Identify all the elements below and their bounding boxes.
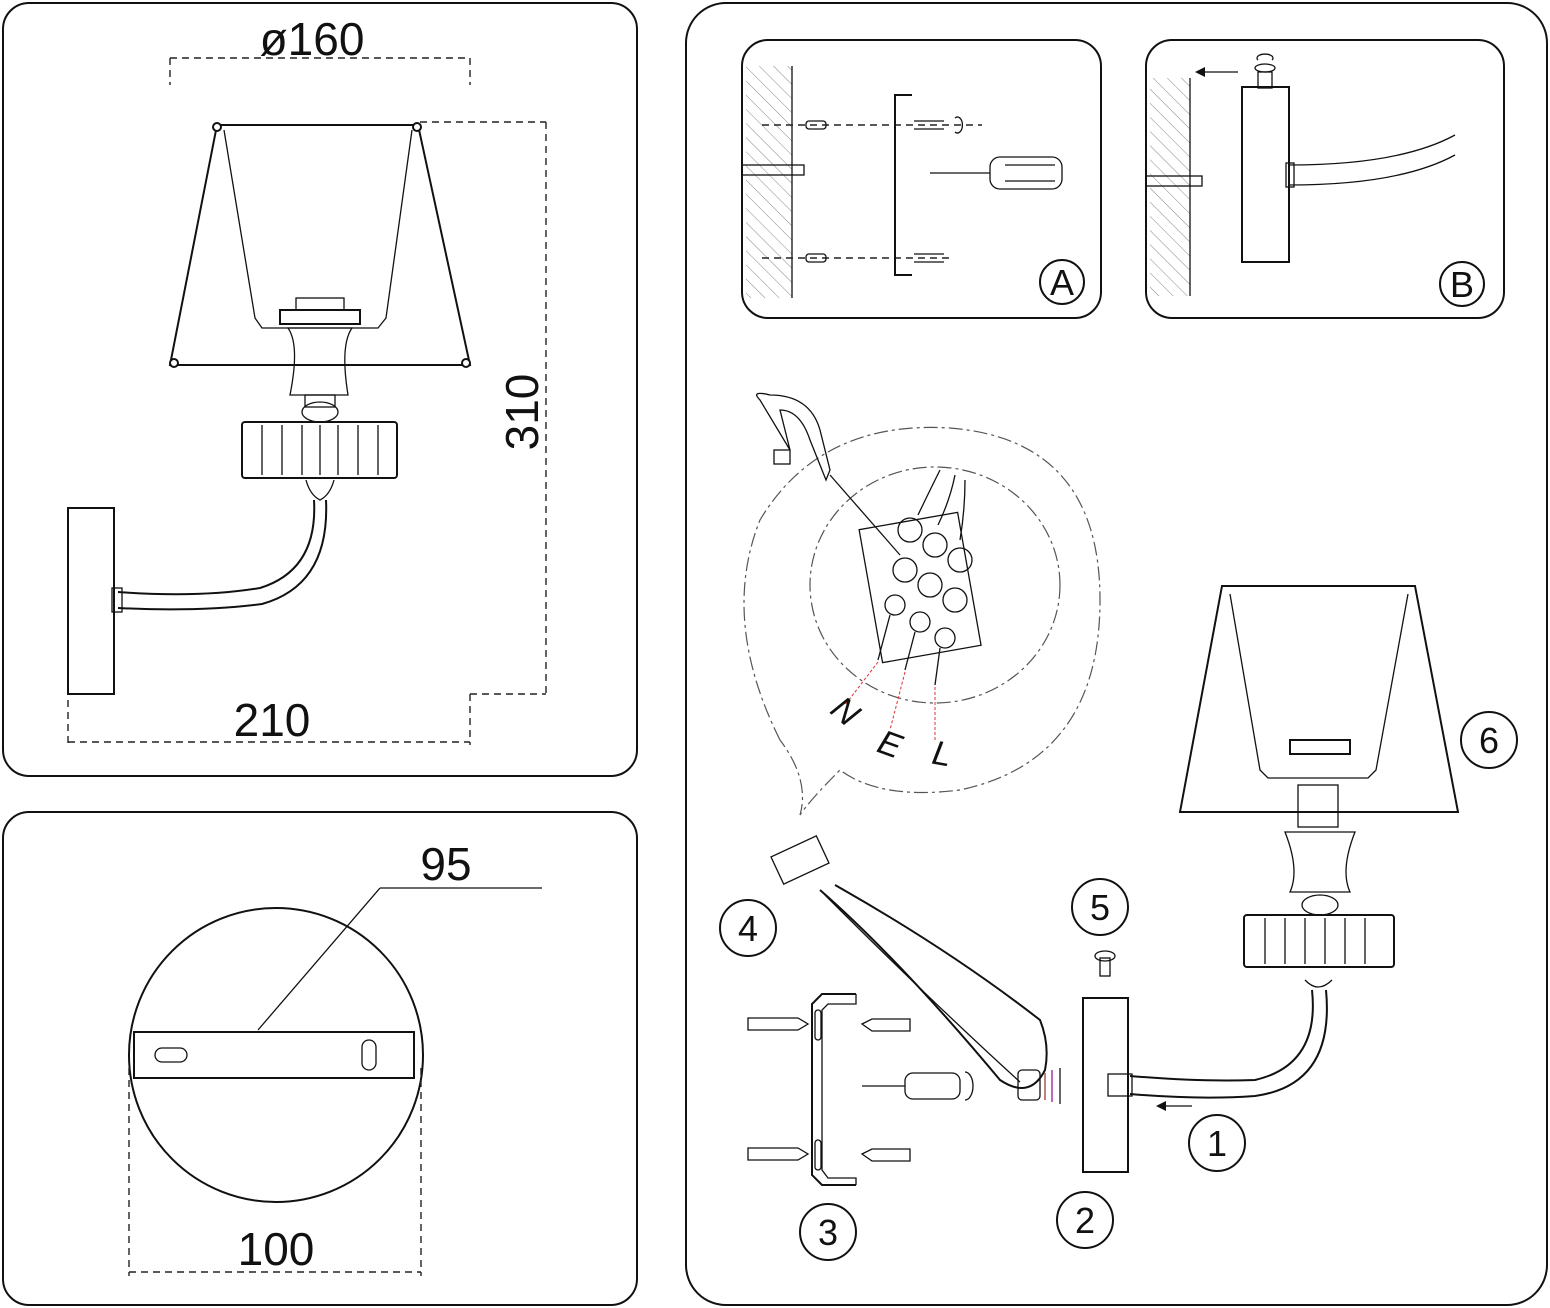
detail-a: A (741, 39, 1102, 319)
wire-harness (770, 834, 1061, 1104)
panel-plate-dimensions: 95 100 (2, 811, 638, 1306)
wire-label-e: E (873, 723, 908, 767)
panel-side-dimensions: ø160 (2, 2, 638, 777)
step-3-label: 3 (818, 1212, 838, 1253)
panel-installation: A B (685, 2, 1548, 1306)
step-5-label: 5 (1090, 887, 1110, 928)
crystal-ring (241, 421, 398, 479)
step-2-label: 2 (1075, 1200, 1095, 1241)
lamp-assembled (1107, 585, 1460, 1111)
step-6-label: 6 (1479, 720, 1499, 761)
step-3-marker (799, 1203, 857, 1261)
height-label: 310 (496, 374, 548, 451)
detail-b-label: B (1450, 264, 1474, 305)
wiring-detail: N E L (743, 392, 1101, 816)
step-markers: 1 2 3 4 5 6 (719, 711, 1518, 1261)
step-1-marker (1188, 1114, 1246, 1172)
detail-a-label: A (1050, 262, 1074, 303)
step-4-label: 4 (738, 908, 758, 949)
detail-b: B (1145, 39, 1505, 319)
lamp-shade-side (168, 122, 472, 368)
plate-diameter-label: 100 (238, 1223, 315, 1275)
wall-plate-install (1082, 950, 1129, 1173)
step-6-marker (1460, 711, 1518, 769)
wire-label-l: L (929, 734, 954, 775)
mounting-bar (133, 1031, 415, 1079)
plate-width-label: 95 (420, 838, 471, 890)
shade-diameter-label: ø160 (260, 13, 365, 65)
depth-label: 210 (234, 694, 311, 746)
socket (279, 297, 361, 423)
step-4-marker (719, 899, 777, 957)
wire-label-n: N (823, 689, 867, 734)
wall-plate-circle (128, 907, 424, 1203)
step-2-marker (1056, 1191, 1114, 1249)
step-5-marker (1071, 878, 1129, 936)
wall-plate-side (67, 507, 115, 695)
lamp-arm (111, 479, 335, 613)
mounting-hardware (747, 993, 974, 1186)
step-1-label: 1 (1207, 1123, 1227, 1164)
